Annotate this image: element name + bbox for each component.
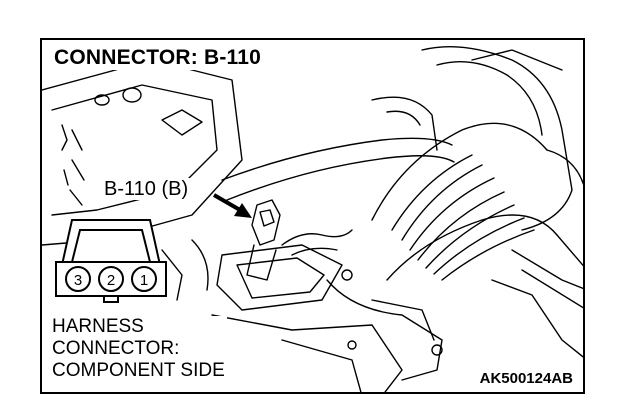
- diagram-frame: 3 2 1 CONNECTOR: B-110 B-110 (B) HARNESS…: [40, 38, 585, 394]
- pin-2: 2: [107, 272, 115, 289]
- pin-3: 3: [74, 272, 82, 289]
- connector-title: CONNECTOR: B-110: [52, 46, 264, 70]
- engine-illustration: 3 2 1: [42, 46, 583, 392]
- caption-line-3: COMPONENT SIDE: [52, 360, 225, 381]
- caption-line-2: CONNECTOR:: [52, 338, 180, 359]
- connector-callout-label: B-110 (B): [102, 178, 191, 200]
- figure-code: AK500124AB: [477, 370, 575, 388]
- harness-connector-face: [55, 219, 167, 303]
- connector-caption: HARNESS CONNECTOR: COMPONENT SIDE: [50, 316, 227, 382]
- callout-arrow: [213, 193, 252, 218]
- pin-1: 1: [140, 272, 148, 289]
- caption-line-1: HARNESS: [52, 316, 144, 337]
